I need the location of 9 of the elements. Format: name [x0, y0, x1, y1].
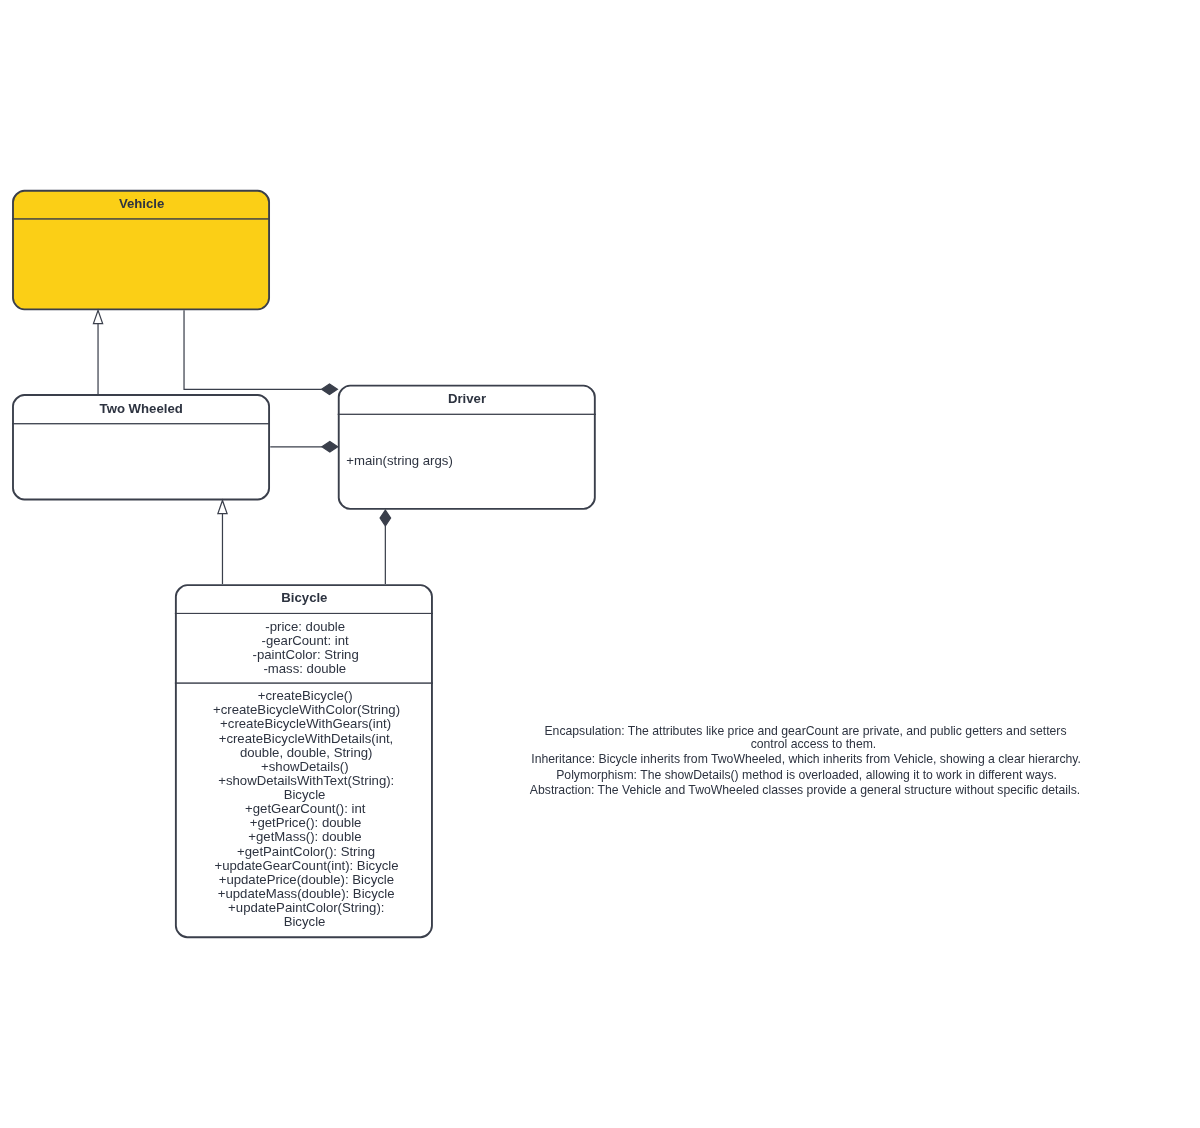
connector — [269, 440, 339, 453]
connector — [183, 309, 339, 396]
label: Polymorphism: The showDetails() method is overloaded, allowing it to work in different ways. — [556, 767, 1057, 782]
label: Abstraction: The Vehicle and TwoWheeled classes provide a general structure without specific details. — [529, 782, 1081, 797]
label: Inheritance: Bicycle inherits from TwoWheeled, which inherits from Vehicle, showing a clear hierarchy. — [531, 752, 1081, 767]
arrow — [92, 308, 104, 395]
connector — [379, 509, 392, 585]
arrow — [217, 498, 228, 585]
label: Encapsulation: The attributes like price and gearCount are private, and public getters and setters control access to them. — [544, 724, 1067, 752]
